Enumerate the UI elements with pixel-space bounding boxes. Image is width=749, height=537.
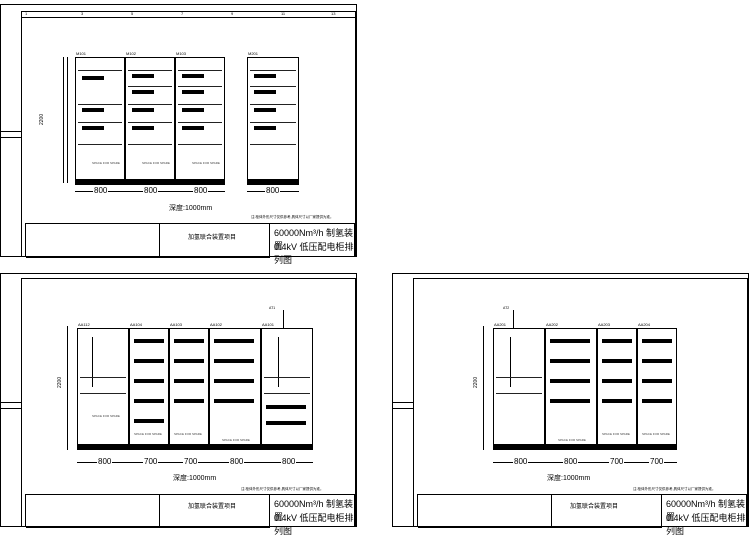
cabinet-aa203: AA203 SPACE FOR SPARE	[597, 322, 637, 450]
ruler-top: 1 3 5 7 9 11 13	[21, 11, 356, 18]
note: 注:柜体外形尺寸仅供参考,具体尺寸以厂家提供为准。	[251, 215, 334, 219]
cabinet-label: M101	[76, 51, 87, 56]
cabinet-label: M201	[248, 51, 259, 56]
drawing-sheet-3: 2200 AT2 AA201 AA202 SPACE FOR SPARE AA2…	[392, 273, 749, 536]
title-block: 加氢联合装置项目 60000Nm³/h 制氢装置 0.4kV 低压配电柜排列图	[417, 494, 747, 536]
callout-at1: AT1	[269, 306, 276, 310]
cabinet-m103: M103 SPACE FOR SPARE	[175, 51, 225, 185]
cabinet-aa104: AA104 SPACE FOR SPARE	[129, 322, 169, 450]
depth-label: 深度:1000mm	[173, 475, 217, 482]
project-name: 加氢联合装置项目	[188, 235, 237, 241]
height-label: 2200	[39, 113, 45, 125]
title-bottom: 0.4kV 低压配电柜排列图	[274, 242, 354, 265]
drawing-sheet-1: 1 3 5 7 9 11 13 2200 M101 SPACE FOR SPAR…	[0, 4, 357, 265]
cabinet-aa101: AA101	[261, 322, 313, 450]
depth-label: 深度:1000mm	[169, 205, 213, 212]
title-top: 60000Nm³/h 制氢装置	[274, 228, 354, 251]
title-block: 加氢联合装置项目 60000Nm³/h 制氢装置 0.4kV 低压配电柜排列图	[25, 223, 355, 265]
drawing-sheet-2: 2200 AT1 AA112 SPACE FOR SPARE AA104 SPA…	[0, 273, 357, 536]
note: 注:柜体外形尺寸仅供参考,具体尺寸以厂家提供为准。	[241, 487, 324, 491]
callout-at2: AT2	[503, 306, 510, 310]
cabinet-label: M102	[126, 51, 137, 56]
cabinet-aa204: AA204 SPACE FOR SPARE	[637, 322, 677, 450]
note: 注:柜体外形尺寸仅供参考,具体尺寸以厂家提供为准。	[633, 487, 716, 491]
title-block: 加氢联合装置项目 60000Nm³/h 制氢装置 0.4kV 低压配电柜排列图	[25, 494, 355, 536]
cabinet-m201: M201	[247, 51, 299, 185]
cabinet-aa201: AA201	[493, 322, 545, 450]
cabinet-aa202: AA202 SPACE FOR SPARE	[545, 322, 597, 450]
height-label: 2200	[473, 376, 479, 388]
cabinet-m102: M102 SPACE FOR SPARE	[125, 51, 175, 185]
cabinet-label: M103	[176, 51, 187, 56]
cabinet-aa103: AA103 SPACE FOR SPARE	[169, 322, 209, 450]
height-label: 2200	[57, 376, 63, 388]
depth-label: 深度:1000mm	[547, 475, 591, 482]
cabinet-aa102: AA102 SPACE FOR SPARE	[209, 322, 261, 450]
cabinet-aa112: AA112 SPACE FOR SPARE	[77, 322, 129, 450]
cabinet-m101: M101 SPACE FOR SPARE	[75, 51, 125, 185]
